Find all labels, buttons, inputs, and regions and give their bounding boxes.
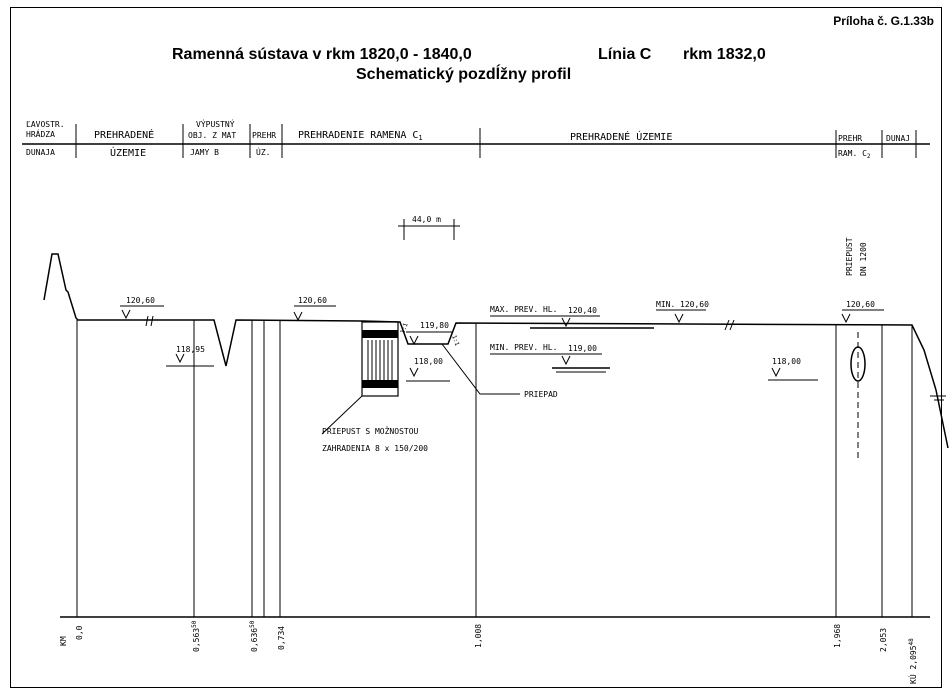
station-label: 0,63650 [249,620,259,652]
culvert-vertical-1: PRIEPUST [845,237,854,276]
elev-label: 120,60 [298,296,327,305]
elev-label: 118,00 [414,357,443,366]
seg3-mid: OBJ. Z MAT [188,131,236,140]
elev-arrow [409,335,419,346]
station-label: 0,56350 [191,620,201,652]
elev-arrow [561,355,571,366]
drawing-subtitle: Schematický pozdĺžny profil [356,66,572,83]
elev-label: 119,80 [420,321,449,330]
elev-label: 120,60 [126,296,155,305]
priepust-label-1: PRIEPUST S MOŽNOSTOU [322,425,419,436]
seg1-top: ĽAVOSTR. [26,120,65,129]
elev-label: 119,00 [568,344,597,353]
station-label: 1,968 [833,624,842,648]
appendix-label: Príloha č. G.1.33b [833,14,934,28]
elev-arrow [121,309,131,320]
drawing-title: Ramenná sústava v rkm 1820,0 - 1840,0 [172,46,472,63]
elev-label: 120,60 [846,300,875,309]
seg7-top: PREHR [838,134,862,143]
culvert-pipe-section [850,346,866,382]
priepad-leader [441,343,520,395]
elev-arrow [771,367,781,378]
min-label: MIN. [656,300,675,309]
station-label: 0,734 [277,626,286,650]
break-mark [724,319,730,331]
seg4-bot: ÚZ. [256,146,270,157]
max-prev-label: MAX. PREV. HL. [490,305,557,314]
culvert-leader [321,395,363,435]
culvert-vertical-2: DN 1200 [859,242,868,276]
priepust-label-2: ZAHRADENIA 8 x 150/200 [322,444,428,453]
rkm-label: rkm 1832,0 [683,46,766,63]
elev-arrow [674,313,684,324]
culvert-solid-bands [362,330,398,388]
seg4-mid: PREHR [252,131,276,140]
drawing-frame [10,7,942,688]
break-mark [150,315,154,327]
elev-label: 118,95 [176,345,205,354]
elev-label: 120,60 [680,300,709,309]
priepad-label: PRIEPAD [524,390,558,399]
culvert-block [361,321,399,397]
seg2-top: PREHRADENÉ [94,128,154,141]
elev-arrow [175,353,185,364]
seg5-label: PREHRADENIE RAMENA C1 [298,130,423,142]
station-label: KÚ 2,09548 [907,638,918,684]
elev-arrow [841,313,851,324]
terrain-profile-line [43,253,949,449]
slope-label: 1:1 [399,322,409,335]
line-label: Línia C [598,46,652,63]
elev-arrow [409,367,419,378]
elev-arrow [561,317,571,328]
station-label: 1,008 [474,624,483,648]
station-label: 2,053 [879,628,888,652]
culvert-band-top [362,330,398,338]
seg6-label: PREHRADENÉ ÚZEMIE [570,130,672,143]
seg8-top: DUNAJ [886,134,910,143]
seg1-mid: HRÁDZA [26,128,55,139]
seg7-bot: RAM. C2 [838,149,871,160]
culvert-band-bottom [362,380,398,388]
elev-label: 118,00 [772,357,801,366]
scale-label: 44,0 m [412,215,441,224]
station-label: 0,0 [75,625,84,640]
elev-arrow [293,311,303,322]
break-mark [729,319,735,331]
slope-label: 1:1 [450,334,460,347]
break-mark [145,315,149,327]
seg3-bot: JAMY B [190,148,219,157]
seg2-bot: ÚZEMIE [110,146,146,159]
seg1-bot: DUNAJA [26,148,55,157]
seg3-top: VÝPUSTNÝ [196,118,235,129]
min-prev-label: MIN. PREV. HL. [490,343,557,352]
station-km-label: KM [59,636,68,646]
elev-label: 120,40 [568,306,597,315]
